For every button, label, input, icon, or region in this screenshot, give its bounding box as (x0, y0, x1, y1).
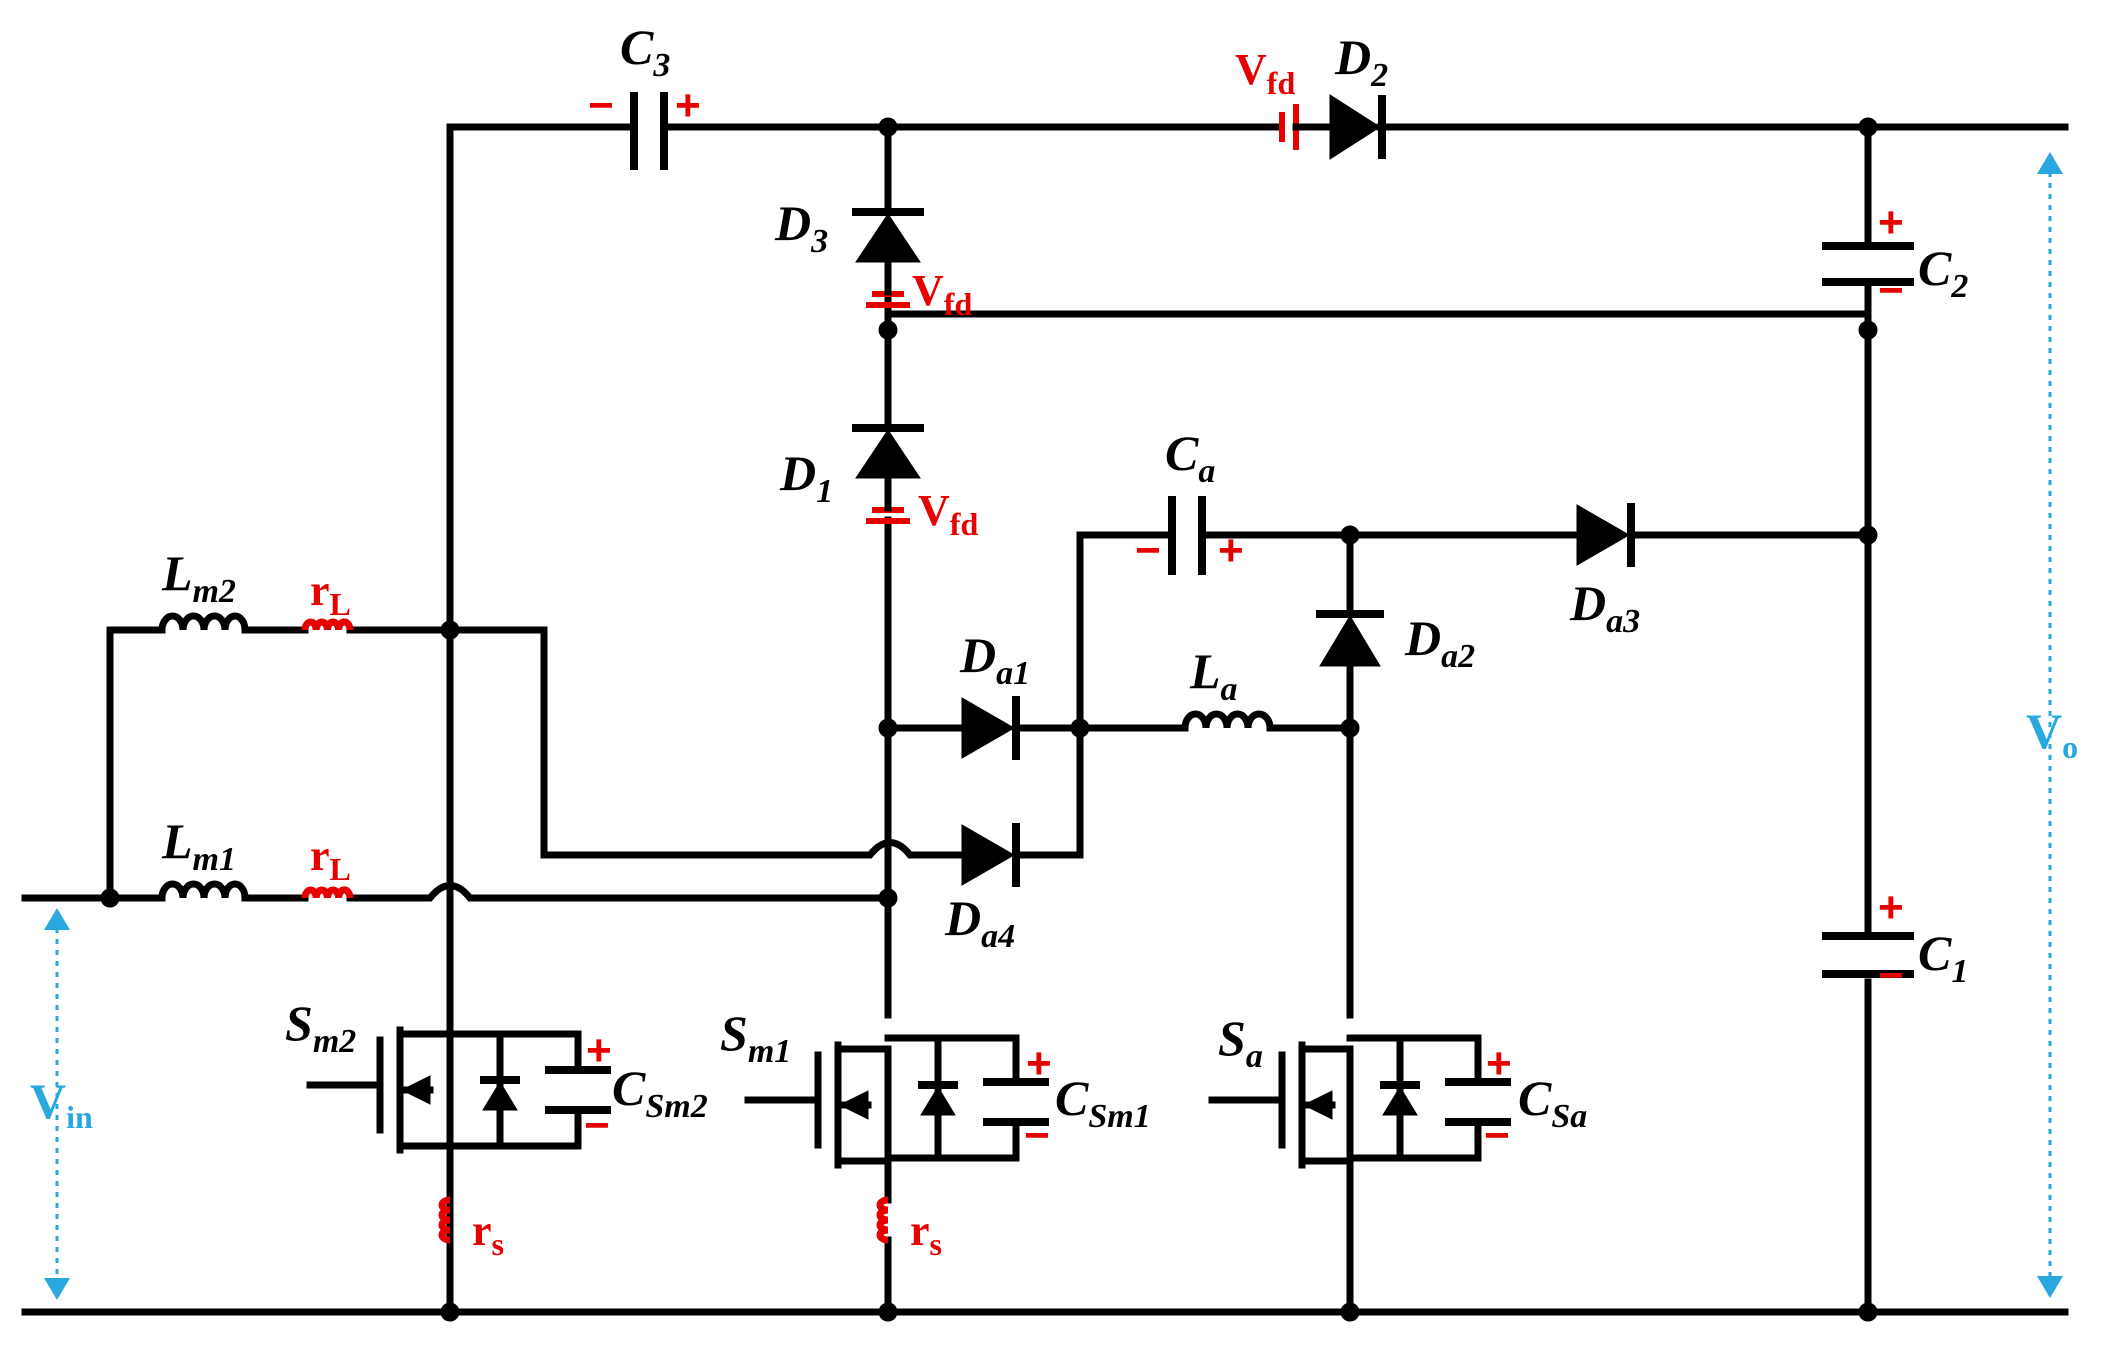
diode-da2 (1316, 610, 1384, 667)
c1-plus: + (1878, 883, 1904, 932)
component-labels: C3 D2 D3 D1 Ca C2 C1 Lm2 Lm1 La Da1 Da2 … (161, 19, 1968, 1135)
diode-d1 (852, 424, 924, 512)
label-vo: Vo (2026, 703, 2078, 765)
vo-measurement (2037, 152, 2063, 1298)
mosfet-sm2 (306, 1026, 611, 1154)
resistor-rl-bottom (301, 886, 354, 899)
label-rl-bottom: rL (310, 831, 351, 887)
label-da1: Da1 (959, 627, 1030, 692)
diode-da4 (961, 823, 1020, 887)
inductor-lm1 (158, 880, 249, 902)
label-lm2: Lm2 (161, 545, 236, 610)
csm2-minus: − (584, 1101, 610, 1150)
label-ca: Ca (1165, 425, 1215, 490)
label-d1: D1 (779, 445, 833, 510)
label-csa: CSa (1518, 1070, 1587, 1135)
mosfet-sa (1208, 1034, 1511, 1169)
inductor-lm2 (158, 612, 249, 634)
resistor-rs-left (438, 1196, 451, 1244)
ca-minus: − (1135, 526, 1161, 575)
csa-minus: − (1484, 1111, 1510, 1160)
mosfet-sm1 (744, 1034, 1049, 1169)
parasitic-labels: Vfd Vfd Vfd rL rL rs rs (310, 45, 1295, 1262)
label-lm1: Lm1 (161, 813, 236, 878)
resistor-rs-mid (876, 1196, 889, 1244)
label-da3: Da3 (1569, 575, 1640, 640)
vin-measurement (44, 908, 70, 1300)
label-csm1: CSm1 (1055, 1070, 1151, 1135)
diode-da1 (961, 696, 1020, 760)
junction-dots (100, 117, 1878, 1322)
label-rs-left: rs (472, 1206, 504, 1262)
csm2-plus: + (586, 1026, 612, 1075)
csa-plus: + (1486, 1039, 1512, 1088)
label-vfd-d3: Vfd (912, 266, 972, 322)
c2-plus: + (1878, 198, 1904, 247)
label-da2: Da2 (1404, 610, 1475, 675)
c2-minus: − (1878, 266, 1904, 315)
c3-minus: − (588, 81, 614, 130)
csm1-minus: − (1024, 1111, 1050, 1160)
capacitor-c2 (1822, 242, 1914, 286)
label-c2: C2 (1918, 240, 1968, 305)
label-sm1: Sm1 (720, 1005, 791, 1070)
label-d2: D2 (1334, 29, 1388, 94)
diode-d2 (1329, 94, 1386, 160)
label-c3: C3 (620, 19, 670, 84)
inductor-la (1181, 710, 1274, 732)
capacitor-c1 (1822, 932, 1914, 978)
capacitor-ca (1168, 496, 1229, 575)
label-sm2: Sm2 (285, 995, 356, 1060)
vfd-source-d1 (866, 507, 910, 524)
c1-minus: − (1878, 951, 1904, 1000)
label-rs-mid: rs (910, 1206, 942, 1262)
label-da4: Da4 (944, 890, 1015, 955)
resistor-rl-top (301, 618, 354, 631)
diode-d3 (852, 208, 924, 296)
capacitor-c3 (628, 92, 716, 170)
label-csm2: CSm2 (612, 1060, 708, 1125)
polarity-signs: − + − + + − + − + − + − + − (584, 81, 1904, 1160)
label-vfd-d2: Vfd (1235, 45, 1295, 101)
csm1-plus: + (1026, 1039, 1052, 1088)
label-vfd-d1: Vfd (918, 486, 978, 542)
diode-da3 (1576, 503, 1635, 567)
label-vin: Vin (30, 1073, 93, 1135)
c3-plus: + (675, 81, 701, 130)
label-rl-top: rL (310, 566, 351, 622)
label-c1: C1 (1918, 925, 1968, 990)
label-d3: D3 (774, 195, 828, 260)
ca-plus: + (1218, 526, 1244, 575)
label-sa: Sa (1218, 1010, 1263, 1075)
vfd-source-d2 (1279, 104, 1334, 150)
label-la: La (1189, 643, 1238, 708)
